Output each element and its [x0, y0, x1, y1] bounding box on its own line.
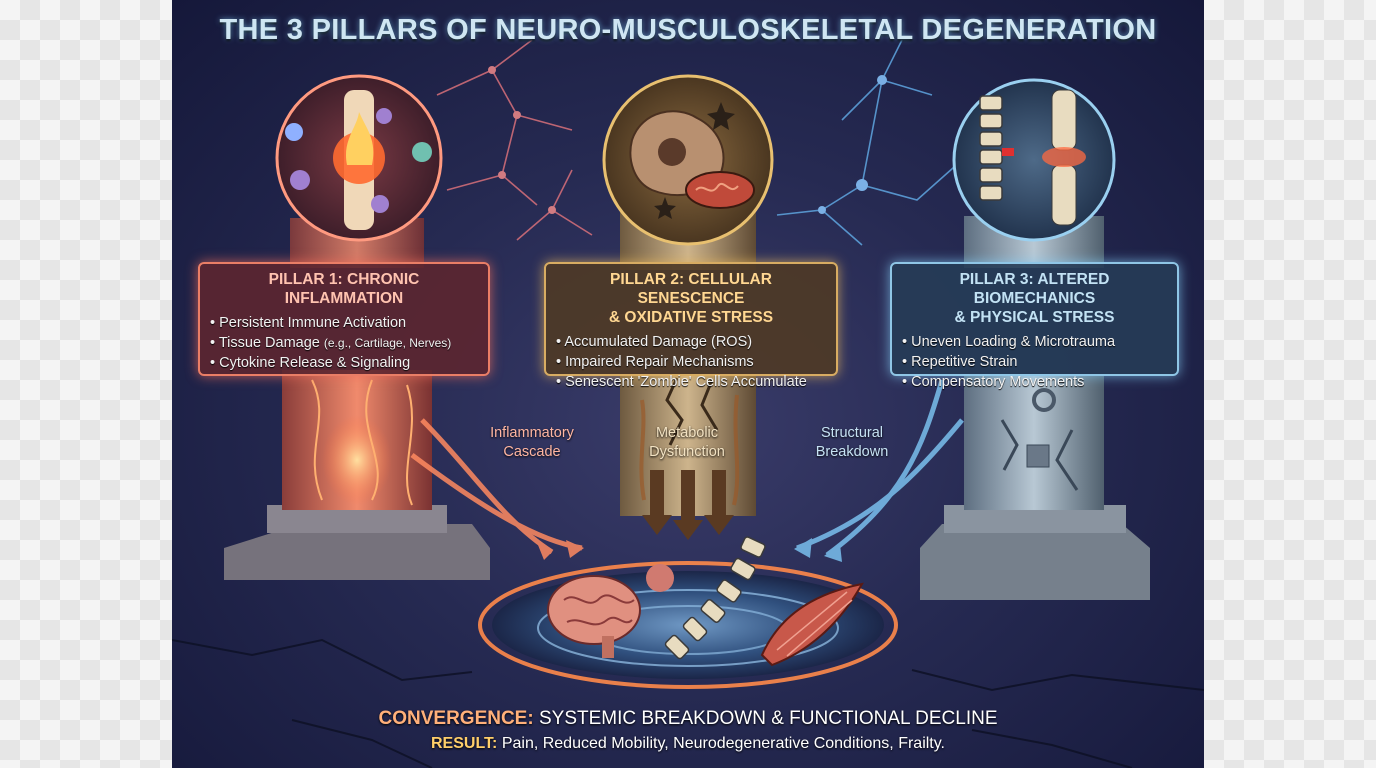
pillar-2-bullet: Senescent 'Zombie' Cells Accumulate [556, 372, 826, 392]
pillar-1-bullets: Persistent Immune Activation Tissue Dama… [210, 313, 478, 373]
pillar-3-column [920, 216, 1150, 600]
result-label: RESULT: [430, 735, 498, 752]
cracked-floor [172, 638, 1204, 768]
pillar-1-bullet: Cytokine Release & Signaling [210, 353, 478, 373]
metabolic-arrows [642, 470, 734, 540]
inflamed-joint-icon [275, 74, 443, 242]
structural-breakdown-label: Structural Breakdown [815, 425, 889, 460]
pillar-1-bullet: Persistent Immune Activation [210, 313, 478, 333]
pillar-1-bullet: Tissue Damage (e.g., Cartilage, Nerves) [210, 333, 478, 353]
pillar-2-bullets: Accumulated Damage (ROS) Impaired Repair… [556, 332, 826, 392]
pillar-2-bullet: Accumulated Damage (ROS) [556, 332, 826, 352]
pillar-3-heading: PILLAR 3: ALTERED BIOMECHANICS & PHYSICA… [954, 271, 1115, 326]
spine-knee-icon [952, 78, 1116, 242]
convergence-caption: CONVERGENCE: SYSTEMIC BREAKDOWN & FUNCTI… [172, 708, 1204, 730]
pillar-2-bullet: Impaired Repair Mechanisms [556, 352, 826, 372]
pillar-1-bullet-note: (e.g., Cartilage, Nerves) [323, 336, 452, 350]
infographic: THE 3 PILLARS OF NEURO-MUSCULOSKELETAL D… [172, 0, 1204, 768]
muscle-icon [760, 582, 864, 667]
convergence-label: CONVERGENCE: [378, 708, 534, 729]
pillar-3-card: PILLAR 3: ALTERED BIOMECHANICS & PHYSICA… [890, 262, 1179, 390]
transparency-background-right [1204, 0, 1376, 768]
convergence-text: SYSTEMIC BREAKDOWN & FUNCTIONAL DECLINE [538, 708, 998, 729]
inflammatory-arrows [410, 418, 584, 560]
pillar-1-heading: PILLAR 1: CHRONIC INFLAMMATION [268, 271, 420, 307]
pillar-1-column [224, 218, 490, 580]
pillar-3-bullets: Uneven Loading & Microtrauma Repetitive … [902, 332, 1167, 392]
senescent-cell-icon [602, 74, 774, 246]
illustration-layer [172, 39, 1204, 768]
pillar-3-bullet: Uneven Loading & Microtrauma [902, 332, 1167, 352]
result-text: Pain, Reduced Mobility, Neurodegenerativ… [501, 735, 945, 752]
inflammatory-cascade-label: Inflammatory Cascade [490, 425, 574, 460]
pillar-2-heading: PILLAR 2: CELLULAR SENESCENCE & OXIDATIV… [608, 271, 774, 326]
neuron-network [436, 39, 963, 246]
pillar-2-card: PILLAR 2: CELLULAR SENESCENCE & OXIDATIV… [544, 262, 838, 390]
pillar-3-bullet: Repetitive Strain [902, 352, 1167, 372]
transparency-background-left [0, 0, 172, 768]
brain-icon [547, 575, 641, 658]
pillar-1-card: PILLAR 1: CHRONIC INFLAMMATION Persisten… [198, 262, 490, 376]
spine-icon [646, 536, 766, 660]
metabolic-dysfunction-label: Metabolic Dysfunction [649, 425, 725, 460]
page-title: THE 3 PILLARS OF NEURO-MUSCULOSKELETAL D… [219, 14, 1157, 46]
structural-arrows [794, 379, 964, 562]
result-caption: RESULT: Pain, Reduced Mobility, Neurodeg… [172, 735, 1204, 753]
pillar-3-bullet: Compensatory Movements [902, 372, 1167, 392]
